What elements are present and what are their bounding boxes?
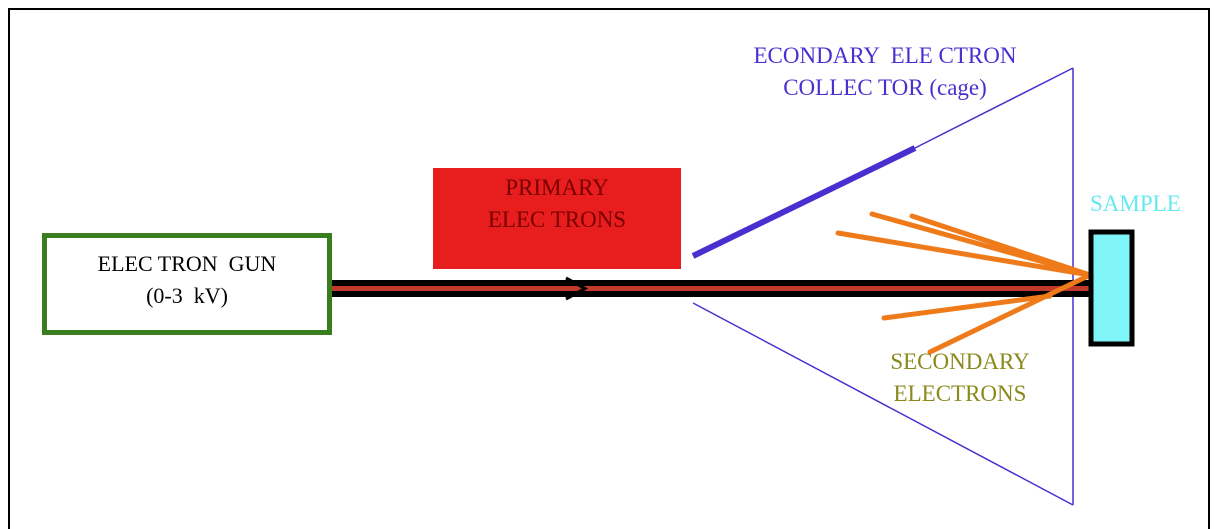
secondary-electrons-line2: ELECTRONS	[893, 381, 1027, 406]
sample-block	[1088, 229, 1135, 347]
electron-gun-label-line1: ELEC TRON GUN	[97, 251, 277, 276]
primary-electrons-label: PRIMARY ELEC TRONS	[433, 172, 681, 236]
collector-label-line2: COLLEC TOR (cage)	[783, 75, 987, 100]
collector-label-line1: ECONDARY ELE CTRON	[753, 43, 1017, 68]
electron-beam-core	[332, 286, 1092, 291]
primary-electrons-line1: PRIMARY	[505, 175, 609, 200]
secondary-electrons-line1: SECONDARY	[890, 349, 1030, 374]
electron-gun-box: ELEC TRON GUN (0-3 kV)	[42, 233, 332, 335]
cage-upper-line-thin	[914, 67, 1074, 149]
beam-direction-arrow	[565, 276, 589, 301]
electron-gun-label-line2: (0-3 kV)	[146, 283, 228, 308]
secondary-ray	[881, 293, 1053, 321]
secondary-ray	[909, 213, 1093, 278]
cage-upper-line-thick	[691, 145, 917, 259]
primary-electrons-box: PRIMARY ELEC TRONS	[433, 168, 681, 269]
secondary-electrons-label: SECONDARY ELECTRONS	[860, 346, 1060, 410]
secondary-ray	[835, 230, 1093, 278]
primary-electrons-line2: ELEC TRONS	[487, 207, 627, 232]
collector-label: ECONDARY ELE CTRON COLLEC TOR (cage)	[720, 40, 1050, 104]
secondary-electron-rays	[835, 211, 1093, 355]
secondary-ray	[927, 272, 1093, 355]
cage-lower-line	[692, 302, 1074, 506]
electron-gun-label: ELEC TRON GUN (0-3 kV)	[47, 248, 327, 312]
diagram-frame	[8, 8, 1210, 529]
sample-label: SAMPLE	[1090, 191, 1181, 216]
